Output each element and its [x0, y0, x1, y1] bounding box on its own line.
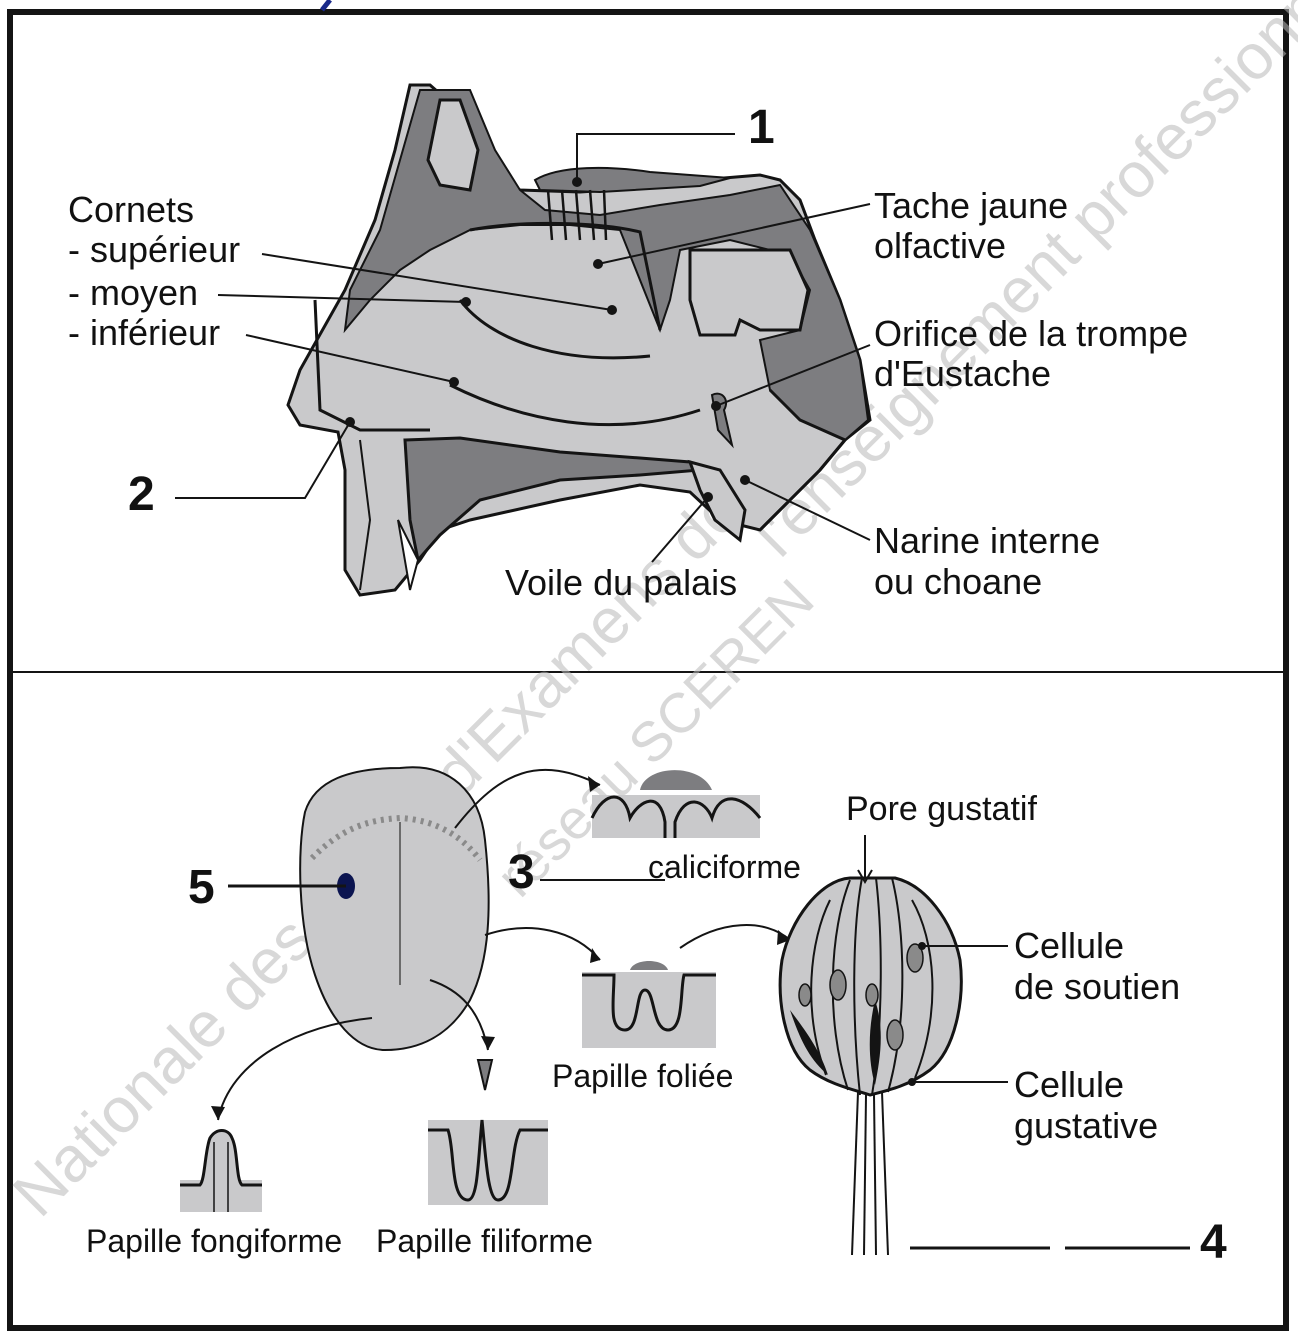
label-gustative-line1: Cellule: [1014, 1064, 1124, 1105]
label-orifice-line2: d'Eustache: [874, 353, 1051, 394]
label-gustative-line2: gustative: [1014, 1105, 1158, 1146]
label-caliciforme: caliciforme: [648, 849, 801, 885]
label-number-2: 2: [128, 468, 155, 521]
label-cornet-moyen: - moyen: [68, 272, 198, 313]
label-soutien-line2: de soutien: [1014, 966, 1180, 1007]
header-fragment: [322, 0, 330, 10]
label-number-5: 5: [188, 861, 215, 914]
papille-fongiforme: [180, 1131, 262, 1213]
label-narine-line1: Narine interne: [874, 520, 1100, 561]
label-filiforme: Papille filiforme: [376, 1223, 593, 1259]
arrow-foliee-to-bud: [680, 925, 790, 948]
label-pore: Pore gustatif: [846, 790, 1037, 828]
label-foliee: Papille foliée: [552, 1058, 733, 1094]
label-number-1: 1: [748, 101, 775, 154]
taste-bud: [780, 835, 961, 1255]
label-tache-line2: olfactive: [874, 225, 1006, 266]
nasal-cavity-diagram: 1 2 Cornets - supérieur - moyen - inféri…: [68, 85, 1188, 603]
label-cornet-superieur: - supérieur: [68, 229, 240, 270]
label-cornet-inferieur: - inférieur: [68, 312, 220, 353]
label-number-4: 4: [1200, 1216, 1227, 1269]
label-tache-line1: Tache jaune: [874, 185, 1068, 226]
label-orifice-line1: Orifice de la trompe: [874, 313, 1188, 354]
papille-filiforme: [428, 1060, 548, 1205]
sinus-cavity: [690, 250, 808, 335]
papille-foliee: [582, 961, 716, 1048]
arrow-to-foliee: [485, 928, 600, 960]
label-number-3: 3: [508, 846, 535, 899]
leader-2: [175, 422, 350, 498]
tongue-shape: [300, 767, 489, 1050]
label-soutien-line1: Cellule: [1014, 925, 1124, 966]
label-fongiforme: Papille fongiforme: [86, 1223, 342, 1259]
label-cornets-title: Cornets: [68, 189, 194, 230]
label-narine-line2: ou choane: [874, 561, 1042, 602]
label-voile: Voile du palais: [505, 562, 737, 603]
